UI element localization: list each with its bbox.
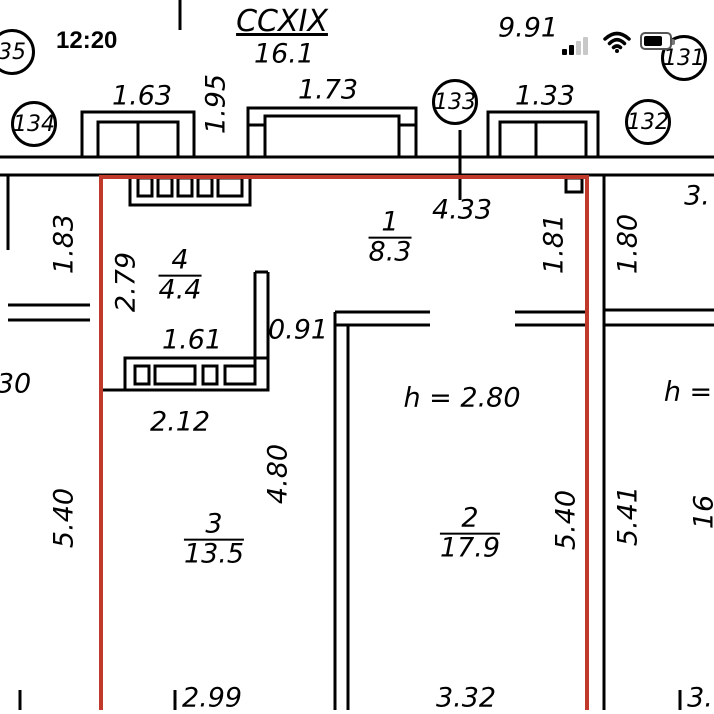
wifi-icon bbox=[603, 30, 631, 54]
dim-window-2: 1.73 bbox=[298, 77, 358, 104]
dim-window-1: 1.63 bbox=[112, 83, 172, 110]
room-4: 4 4.4 bbox=[159, 247, 202, 306]
room-area: 4.4 bbox=[159, 277, 202, 305]
dim-right-outer-bottom: 5.41 bbox=[615, 486, 642, 546]
dim-room2-bottom: 3.32 bbox=[436, 685, 496, 712]
room-number: 2 bbox=[440, 505, 500, 535]
battery-level bbox=[644, 36, 662, 46]
battery-icon bbox=[640, 32, 672, 50]
status-bar: 12:20 bbox=[0, 18, 714, 70]
dim-room4-height: 2.79 bbox=[113, 252, 140, 312]
dim-right-cut: 3. bbox=[684, 183, 710, 210]
dim-room2-right: 5.40 bbox=[553, 490, 580, 550]
dim-right-outer-top: 1.80 bbox=[615, 214, 642, 274]
marker-133: 133 bbox=[432, 79, 478, 125]
room-number: 4 bbox=[159, 247, 202, 277]
signal-bar bbox=[583, 37, 588, 55]
dim-right-cut-room: 16 bbox=[691, 495, 714, 529]
dim-left-outer-top: 1.83 bbox=[51, 214, 78, 274]
dim-room3-partition: 4.80 bbox=[265, 444, 292, 504]
room-area: 8.3 bbox=[369, 239, 412, 267]
room-number: 1 bbox=[369, 209, 412, 239]
ceiling-height: h = 2.80 bbox=[403, 385, 520, 412]
dim-window-3: 1.33 bbox=[515, 83, 575, 110]
room-2: 2 17.9 bbox=[440, 505, 500, 564]
room-area: 17.9 bbox=[440, 535, 500, 563]
signal-bar bbox=[562, 49, 567, 55]
room-3: 3 13.5 bbox=[184, 511, 244, 570]
ceiling-height-neighbor: h = bbox=[664, 379, 712, 406]
dim-hall-right: 1.81 bbox=[541, 214, 568, 274]
dim-hall-top: 4.33 bbox=[432, 197, 492, 224]
signal-bar bbox=[576, 41, 581, 55]
marker-132: 132 bbox=[625, 99, 671, 145]
dim-room3-bottom: 2.99 bbox=[182, 685, 242, 712]
room-area: 13.5 bbox=[184, 541, 244, 569]
dim-pier-1: 1.95 bbox=[203, 74, 230, 134]
dim-right-cut-bottom: 3. bbox=[687, 685, 713, 712]
room-number: 3 bbox=[184, 511, 244, 541]
dim-left-cut: 30 bbox=[0, 371, 31, 398]
marker-134: 134 bbox=[11, 101, 57, 147]
signal-bar bbox=[569, 45, 574, 55]
dim-room3-top: 2.12 bbox=[150, 409, 210, 436]
status-time: 12:20 bbox=[52, 27, 121, 55]
signal-icon bbox=[562, 35, 592, 55]
dim-niche-width: 1.61 bbox=[162, 327, 222, 354]
dim-left-outer-bottom: 5.40 bbox=[51, 488, 78, 548]
dim-niche-depth: 0.91 bbox=[268, 317, 328, 344]
room-1: 1 8.3 bbox=[369, 209, 412, 268]
